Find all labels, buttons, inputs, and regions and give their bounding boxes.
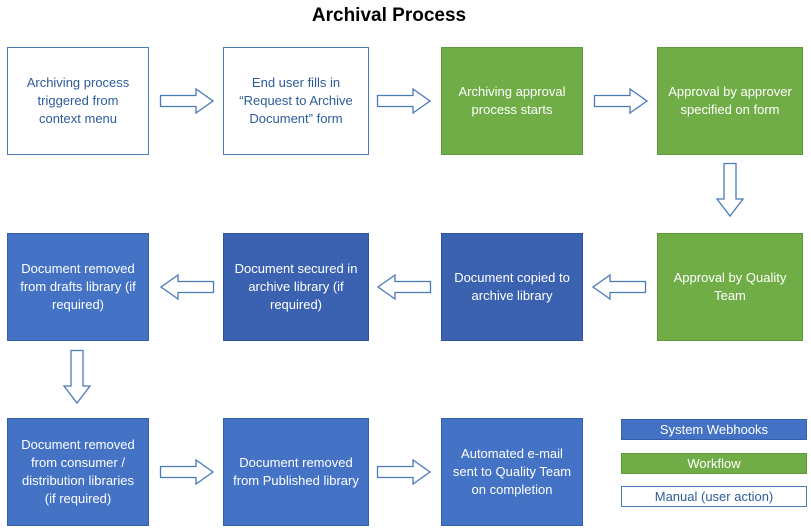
arrow-right-4-icon bbox=[159, 458, 215, 486]
step-label: Document copied to archive library bbox=[454, 270, 570, 303]
legend-system-webhooks: System Webhooks bbox=[621, 419, 807, 440]
arrow-right-1-icon bbox=[159, 87, 215, 115]
step-label: Automated e-mail sent to Quality Team on… bbox=[452, 446, 572, 497]
step-removed-drafts: Document removed from drafts library (if… bbox=[7, 233, 149, 341]
step-email-sent: Automated e-mail sent to Quality Team on… bbox=[441, 418, 583, 526]
step-label: Document removed from drafts library (if… bbox=[20, 261, 136, 312]
arrow-right-3-icon bbox=[593, 87, 649, 115]
step-archiving-triggered: Archiving process triggered from context… bbox=[7, 47, 149, 155]
step-label: Document removed from consumer / distrib… bbox=[21, 437, 135, 506]
step-label: End user fills in “Request to Archive Do… bbox=[239, 75, 353, 126]
legend-manual: Manual (user action) bbox=[621, 486, 807, 507]
step-approval-process-starts: Archiving approval process starts bbox=[441, 47, 583, 155]
step-removed-published: Document removed from Published library bbox=[223, 418, 369, 526]
step-label: Archiving process triggered from context… bbox=[26, 75, 130, 126]
step-label: Document secured in archive library (if … bbox=[234, 261, 358, 312]
arrow-left-2-icon bbox=[376, 273, 432, 301]
step-approver-approval: Approval by approver specified on form bbox=[657, 47, 803, 155]
step-label: Approval by Quality Team bbox=[673, 270, 787, 303]
arrow-left-1-icon bbox=[591, 273, 647, 301]
step-label: Archiving approval process starts bbox=[458, 84, 566, 117]
legend-label: Manual (user action) bbox=[654, 489, 774, 504]
arrow-down-2-icon bbox=[62, 349, 92, 405]
diagram-title: Archival Process bbox=[311, 5, 467, 26]
arrow-left-3-icon bbox=[159, 273, 215, 301]
step-removed-consumer: Document removed from consumer / distrib… bbox=[7, 418, 149, 526]
legend-label: Workflow bbox=[687, 456, 741, 471]
step-request-form: End user fills in “Request to Archive Do… bbox=[223, 47, 369, 155]
step-label: Document removed from Published library bbox=[233, 455, 359, 488]
arrow-right-2-icon bbox=[376, 87, 432, 115]
legend-workflow: Workflow bbox=[621, 453, 807, 474]
arrow-right-5-icon bbox=[376, 458, 432, 486]
step-label: Approval by approver specified on form bbox=[668, 84, 792, 117]
step-secured-archive: Document secured in archive library (if … bbox=[223, 233, 369, 341]
arrow-down-1-icon bbox=[715, 162, 745, 218]
step-copied-archive: Document copied to archive library bbox=[441, 233, 583, 341]
legend-label: System Webhooks bbox=[659, 422, 769, 437]
step-quality-team-approval: Approval by Quality Team bbox=[657, 233, 803, 341]
